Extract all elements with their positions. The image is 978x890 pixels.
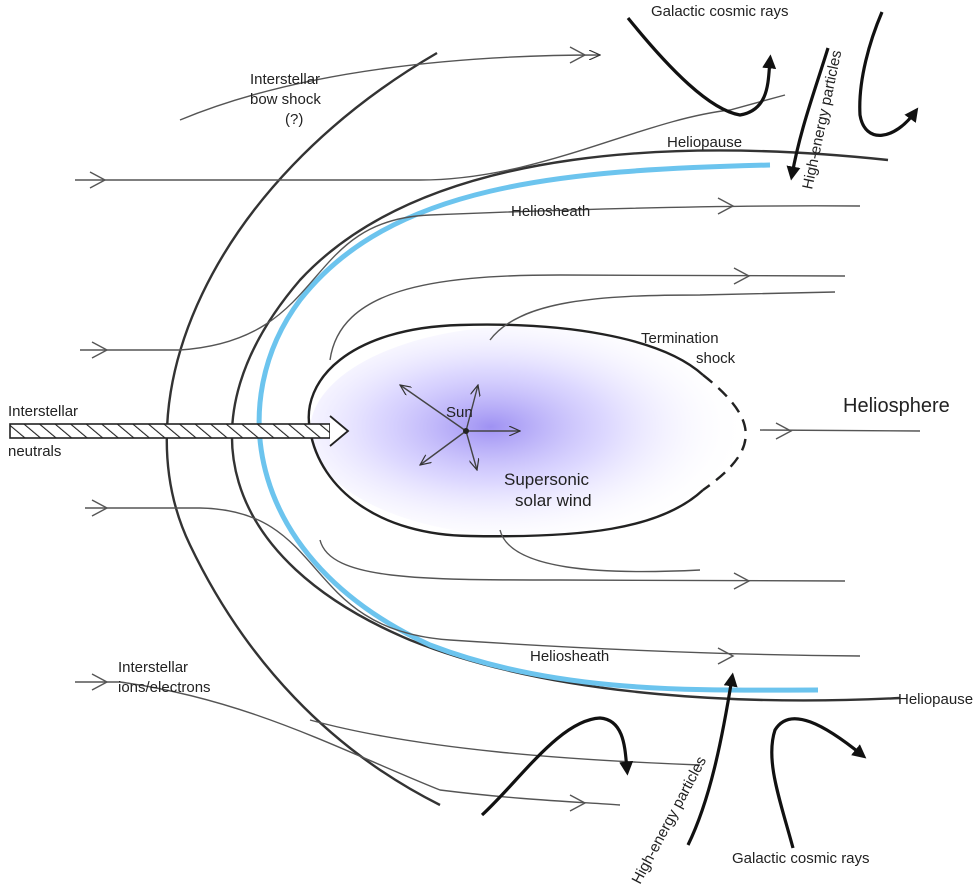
ions-label-line2: ions/electrons xyxy=(118,679,211,696)
high-energy-path xyxy=(686,672,738,846)
flow-arrow xyxy=(91,341,109,359)
solar-wind-ray xyxy=(465,430,477,470)
sun-label: Sun xyxy=(446,404,473,421)
heliopause-bottom-label: Heliopause xyxy=(898,691,973,708)
heliosheath-flow xyxy=(489,291,836,341)
flow-arrow xyxy=(717,197,735,215)
solar-wind-ray xyxy=(420,430,467,465)
flow-arrow xyxy=(89,171,107,189)
cosmic-ray-path xyxy=(858,11,919,137)
cosmic-ray-path xyxy=(480,716,634,817)
termination-shock-label-line2: shock xyxy=(696,350,736,367)
galactic-cosmic-rays-top-label: Galactic cosmic rays xyxy=(651,3,789,20)
supersonic-wind-glow xyxy=(310,326,740,536)
heliosheath-arrow xyxy=(733,267,751,285)
bow-shock-curve xyxy=(165,51,441,807)
heliosheath-arrow xyxy=(775,422,793,440)
cosmic-ray-path xyxy=(626,16,777,117)
flow-arrow xyxy=(569,46,587,64)
supersonic-label-line1: Supersonic xyxy=(504,470,590,489)
bow-shock-label-line2: bow shock xyxy=(250,91,321,108)
bow-shock-label-line3: (?) xyxy=(285,111,303,128)
ions-label-line1: Interstellar xyxy=(118,659,188,676)
heliopause-curve xyxy=(230,149,901,702)
flow-line xyxy=(80,205,861,351)
neutrals-label-line1: Interstellar xyxy=(8,403,78,420)
galactic-cosmic-rays-bottom-label: Galactic cosmic rays xyxy=(732,850,870,867)
heliosheath-flow xyxy=(499,529,701,573)
heliopause-top-label: Heliopause xyxy=(667,134,742,151)
cosmic-ray-path xyxy=(770,717,867,849)
heliosphere-label: Heliosphere xyxy=(843,395,950,417)
termination-shock-label-line1: Termination xyxy=(641,330,719,347)
flow-arrow xyxy=(569,794,587,812)
heliosheath-flow xyxy=(759,429,921,432)
sun-dot xyxy=(463,428,469,434)
flow-line xyxy=(75,681,621,806)
supersonic-label-line2: solar wind xyxy=(515,491,592,510)
neutrals-arrow xyxy=(9,415,350,447)
heliosheath-arrow xyxy=(733,572,751,590)
heliosheath-bottom-label: Heliosheath xyxy=(530,648,609,665)
termination-shock-dashed xyxy=(702,374,747,491)
solar-wind-ray xyxy=(465,385,478,432)
high-energy-path xyxy=(786,47,830,181)
flow-line xyxy=(85,507,861,657)
flow-line xyxy=(309,719,701,766)
heliosheath-top-label: Heliosheath xyxy=(511,203,590,220)
flow-line xyxy=(75,94,786,181)
bow-shock-label-line1: Interstellar xyxy=(250,71,320,88)
highlighted-boundary xyxy=(256,162,819,693)
flow-arrow xyxy=(717,647,735,665)
heliosheath-flow xyxy=(319,539,846,582)
flow-arrow xyxy=(91,499,109,517)
solar-wind-ray xyxy=(400,385,467,432)
neutrals-label-line2: neutrals xyxy=(8,443,61,460)
heliosheath-flow xyxy=(329,274,846,361)
flow-line xyxy=(179,55,600,121)
flow-arrow xyxy=(91,673,109,691)
